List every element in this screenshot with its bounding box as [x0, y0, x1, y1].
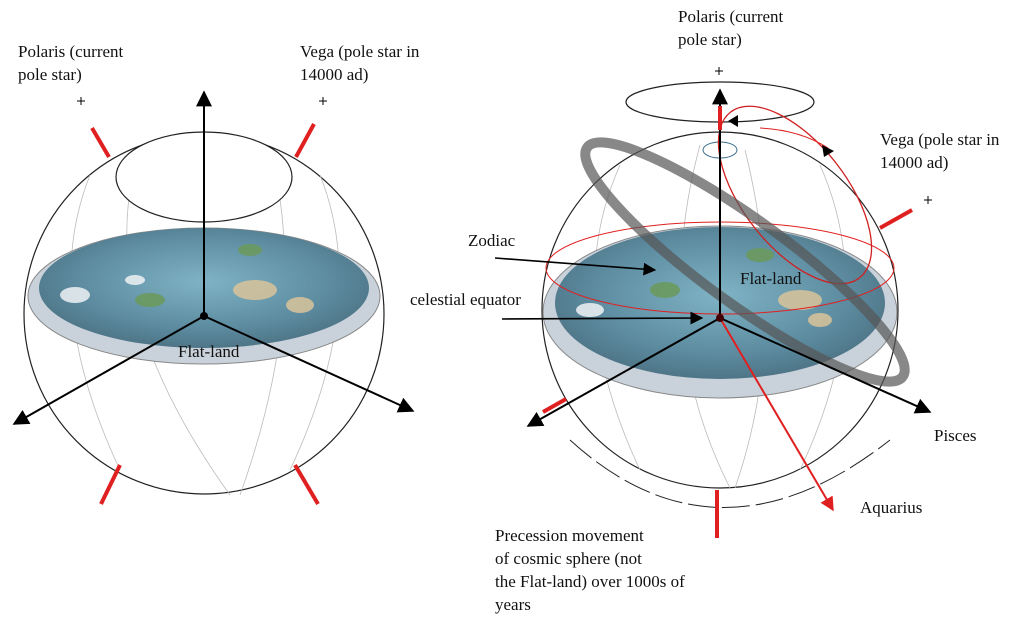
equator-pointer-arrow: [501, 311, 704, 325]
left-vega-label: Vega (pole star in 14000 ad): [300, 40, 419, 86]
label-line: years: [495, 595, 531, 614]
star-markers: [715, 67, 932, 204]
axis-arrow-left: [12, 315, 205, 425]
label-line: 14000 ad): [880, 153, 949, 172]
precession-arrowhead-2: [822, 145, 834, 157]
right-sphere-diagram: [494, 67, 932, 538]
precession-dashed-arc: [569, 439, 891, 508]
label-line: pole star): [18, 65, 82, 84]
precession-arrowhead: [728, 115, 738, 127]
center-point: [716, 314, 724, 322]
axis-arrow-aquarius: [719, 317, 834, 512]
axis-arrow-left: [526, 317, 721, 427]
vega-precession-loop: [717, 105, 873, 285]
right-vega-label: Vega (pole star in 14000 ad): [880, 128, 999, 174]
label-line: 14000 ad): [300, 65, 369, 84]
left-sphere-diagram: [12, 90, 415, 506]
label-line: the Flat-land) over 1000s of: [495, 572, 685, 591]
precession-red-arc: [759, 127, 829, 149]
star-markers: [77, 97, 327, 105]
label-line: pole star): [678, 30, 742, 49]
red-pole-ticks: [542, 208, 913, 538]
precession-label: Precession movement of cosmic sphere (not…: [495, 524, 685, 616]
axis-arrow-pisces: [719, 317, 932, 414]
label-line: Vega (pole star in: [880, 130, 1000, 149]
label-line: Precession movement: [495, 526, 644, 545]
right-polaris-label: Polaris (current pole star): [678, 5, 783, 51]
left-polaris-label: Polaris (current pole star): [18, 40, 123, 86]
aquarius-label: Aquarius: [860, 498, 923, 517]
axis-arrow-right: [203, 315, 415, 413]
land-masses: [576, 248, 832, 327]
right-flat-land-label: Flat-land: [740, 269, 802, 288]
label-line: of cosmic sphere (not: [495, 549, 642, 568]
pisces-label: Pisces: [934, 426, 977, 445]
land-masses: [60, 244, 314, 313]
zodiac-pointer-arrow: [494, 257, 657, 276]
celestial-equator-label: celestial equator: [410, 290, 521, 309]
label-line: Vega (pole star in: [300, 42, 420, 61]
label-line: Polaris (current: [678, 7, 784, 26]
left-flat-land-label: Flat-land: [178, 342, 240, 361]
red-pole-ticks: [90, 123, 320, 506]
center-point: [200, 312, 208, 320]
zodiac-label: Zodiac: [468, 231, 516, 250]
label-line: Polaris (current: [18, 42, 124, 61]
